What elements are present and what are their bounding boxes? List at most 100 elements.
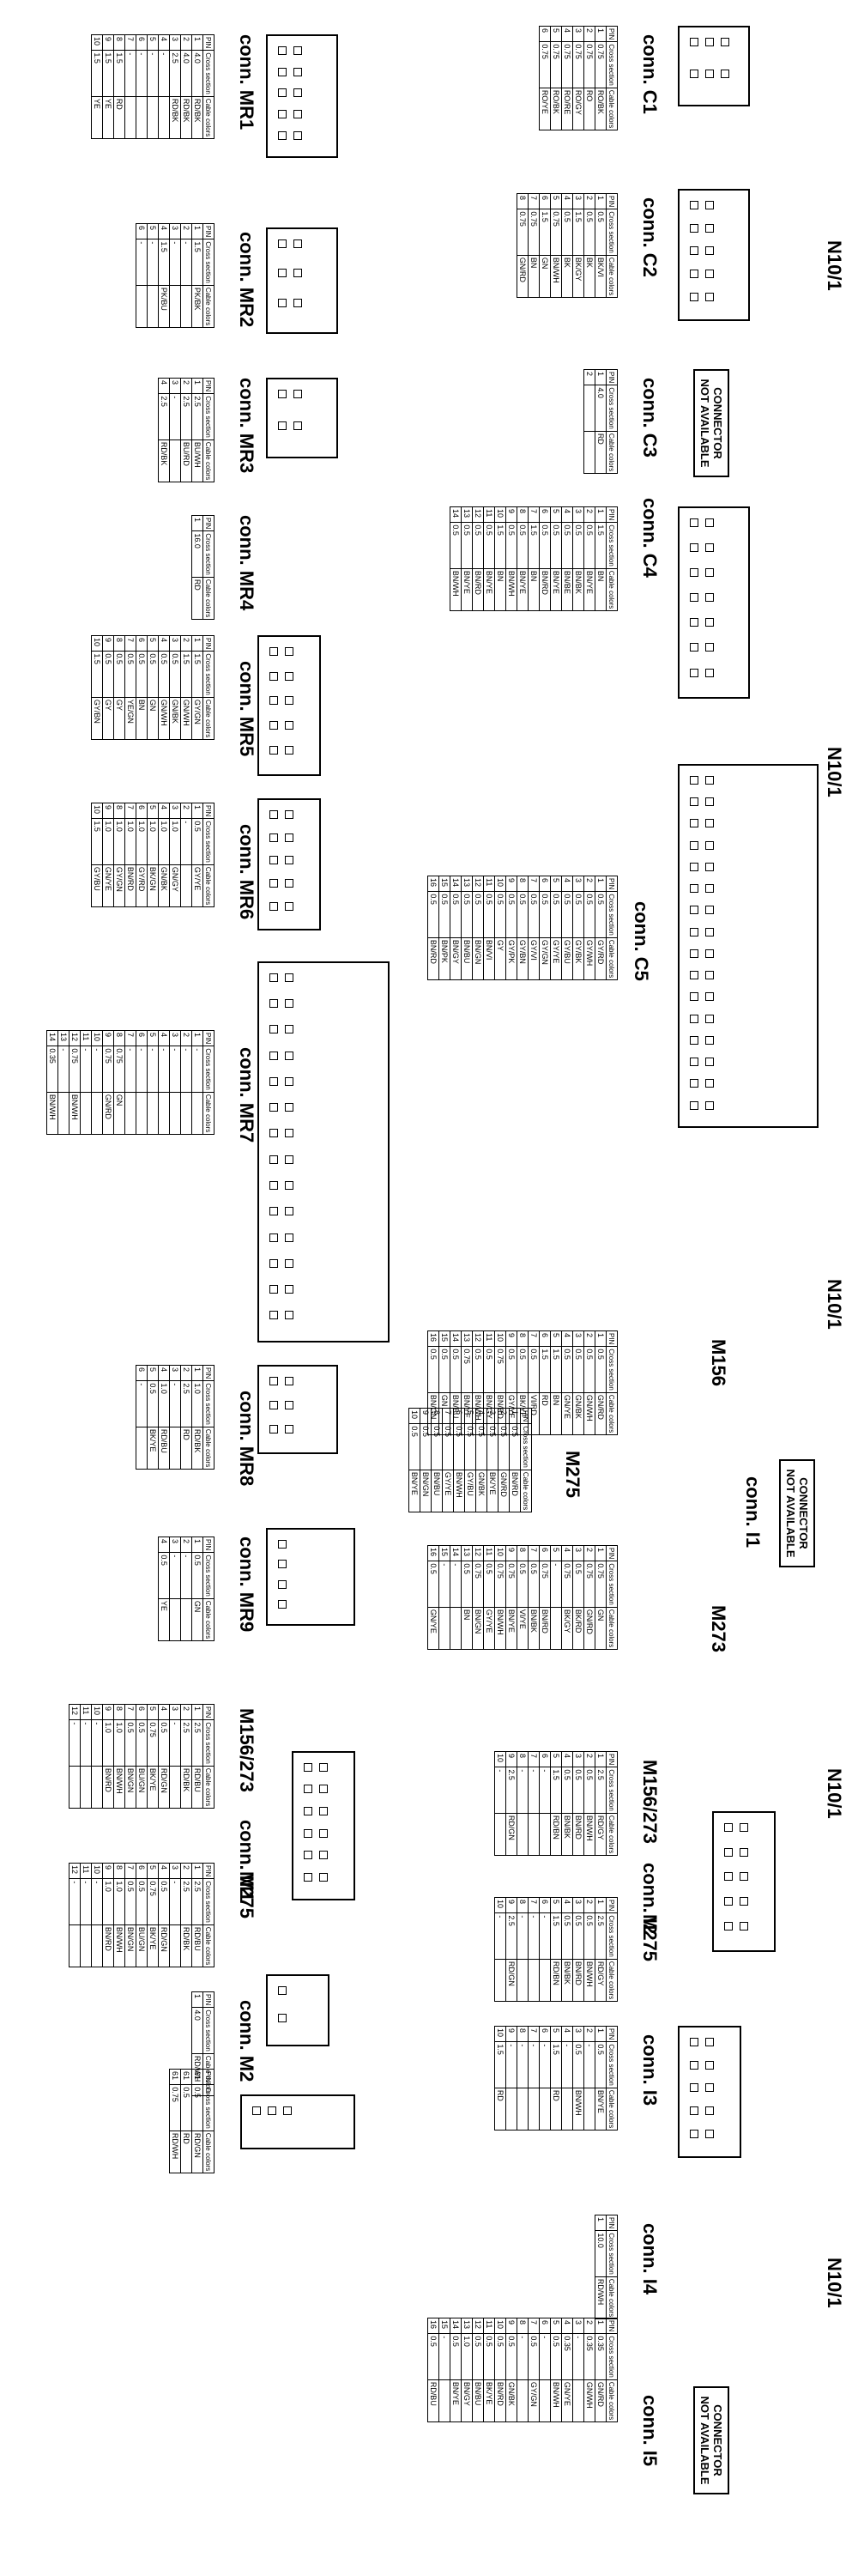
header-pin: PIN [606,876,618,892]
cell-cross: 1.0 [113,818,125,865]
cell-pin: 3 [572,1545,584,1561]
cell-pin: 3 [169,34,181,51]
cell-pin: 4 [561,2318,573,2334]
cell-pin: 6 [136,1863,148,1879]
connector-c2-drawing [678,189,750,321]
cell-cross: - [583,2041,595,2088]
header-colors: Cable colors [202,2131,215,2173]
cell-color [169,1924,181,1967]
cell-color: RD/BK [180,96,192,139]
table-row: 2- [180,803,192,907]
table-row: 6- [136,1030,148,1135]
pin-row [266,853,297,876]
cell-cross: 0.5 [427,891,439,938]
cell-pin: 6 [136,34,148,51]
cell-color: GY/WH [583,937,595,980]
cell-pin: 1 [595,876,607,892]
connector-label: conn. C4 [639,498,661,578]
cell-color: GN [191,1598,203,1641]
table-row: 8- [517,1751,529,1856]
pin-row [686,289,717,312]
cell-cross: 0.75 [528,209,540,256]
cell-pin: 9 [420,1408,432,1424]
cell-color: GN/BK [158,864,170,907]
cell-pin: 11 [80,1863,92,1879]
pin-socket [319,1851,328,1860]
cell-color: BU/GN [136,1924,148,1967]
cell-pin: 8 [517,2026,529,2042]
pin-socket [285,1155,293,1164]
pin-row [686,838,717,859]
cell-pin: 4 [158,1365,170,1381]
cell-pin: 10 [494,2026,506,2042]
cell-pin: 3 [486,1408,499,1424]
pin-socket [285,696,293,706]
cell-cross: 0.5 [595,2041,607,2088]
connector-pins [275,43,305,149]
cell-cross: - [539,1767,551,1814]
pin-row [275,64,305,86]
cell-color: BK/VI [595,255,607,298]
cell-cross: 0.5 [461,891,473,938]
cell-cross: 0.75 [517,209,529,256]
pin-socket [705,2037,714,2046]
cell-pin: 4 [475,1408,487,1424]
cell-pin: 10 [494,1897,506,1913]
cell-pin: 3 [169,1030,181,1046]
cell-color: GY/YE [191,864,203,907]
cell-pin: 1 [191,34,203,51]
cell-cross: - [124,1046,136,1093]
cell-color: RD/BK [158,439,170,482]
pin-socket [705,775,714,785]
cell-cross: - [169,1380,181,1427]
cell-color: RD/BK [169,96,181,139]
cell-cross: 0.5 [180,2084,192,2131]
cell-color: RD [494,2088,506,2131]
pin-socket [278,88,287,98]
pin-row [266,996,297,1021]
cell-color [69,1924,81,1967]
pin-row [266,807,297,830]
connector-m3-drawing [240,2094,355,2149]
cell-pin: 4 [158,1863,170,1879]
cell-color: RO/BK [595,88,607,130]
cell-color: RD [180,2131,192,2173]
cell-cross: 0.5 [453,1423,465,1470]
cell-pin: 10 [494,1751,506,1767]
cell-color: BK/YE [147,1766,159,1809]
cell-pin: 1 [595,2026,607,2042]
header-colors: Cable colors [606,1607,618,1650]
cell-pin: 13 [461,1545,473,1561]
cell-color [169,439,181,482]
cell-cross: - [550,1561,562,1608]
cell-color [180,285,192,328]
table-row: 8- [517,2318,529,2422]
cell-cross: 1.0 [113,1878,125,1925]
cell-cross: 0.5 [528,891,540,938]
cell-pin: 7 [124,1863,136,1879]
header-cross: Cross section [606,41,618,88]
cell-pin: 9 [505,506,517,523]
pin-socket [285,1051,293,1060]
cell-color: GY [102,697,114,740]
cell-color: GN/GY [169,864,181,907]
cell-pin: 6 [539,2318,551,2334]
pin-socket [293,389,302,398]
cell-cross: 0.5 [561,1767,573,1814]
table-row: 11- [80,1863,92,1967]
connector-label: conn. I3 [639,2034,661,2106]
